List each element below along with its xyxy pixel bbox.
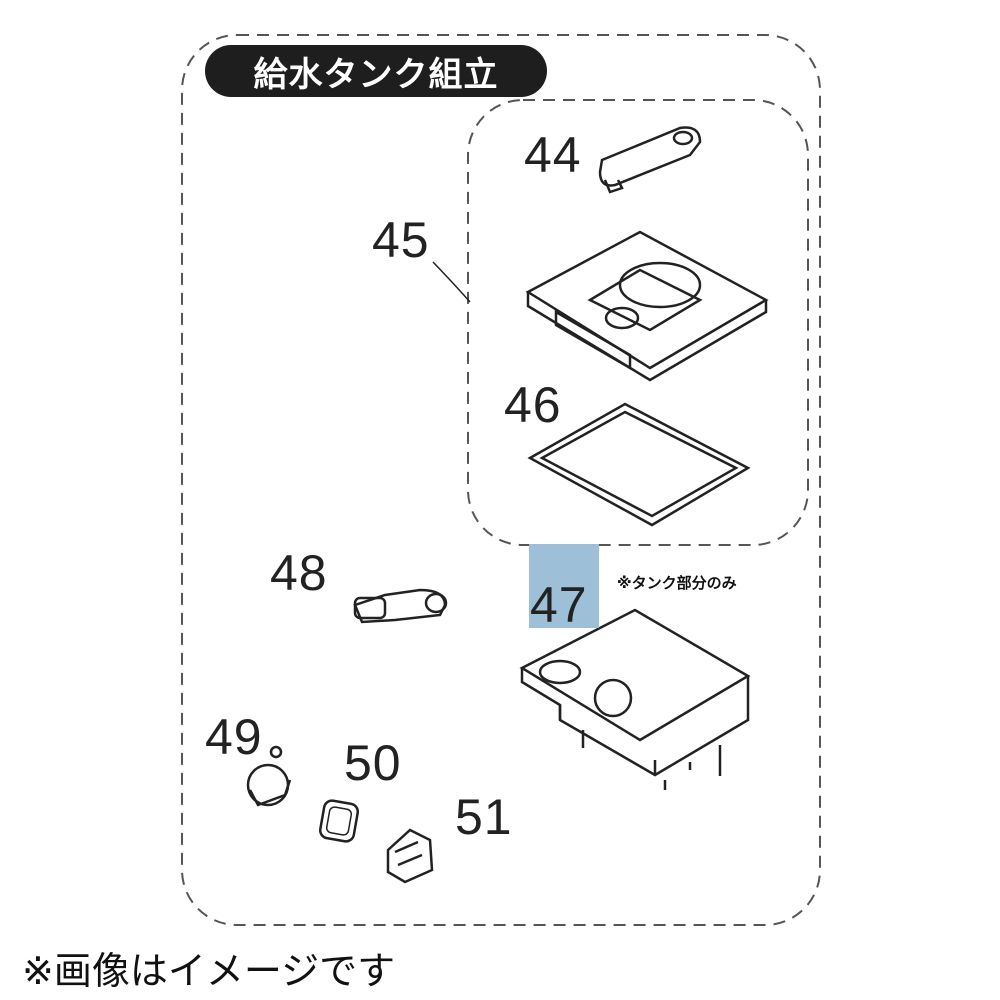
assembly-boundary	[181, 34, 821, 926]
note-47: ※タンク部分のみ	[617, 574, 737, 592]
label-45: 45	[372, 212, 430, 268]
part-46-gasket	[527, 402, 751, 527]
label-47: 47	[530, 577, 588, 633]
label-44: 44	[524, 127, 582, 183]
part-44-cap	[598, 126, 702, 194]
assembly-title: 給水タンク組立	[205, 45, 547, 97]
part-47-highlight	[529, 544, 599, 628]
label-50: 50	[344, 735, 402, 791]
label-49: 49	[205, 709, 263, 765]
label-46: 46	[504, 377, 562, 433]
part-51-bracket	[386, 828, 434, 884]
part-45-lid	[525, 230, 769, 382]
label-48: 48	[270, 545, 328, 601]
part-48-hose	[353, 588, 448, 624]
label-51: 51	[455, 789, 513, 845]
part-49-valve	[246, 745, 292, 807]
part-47-tank	[519, 608, 751, 790]
part-50-seal	[318, 799, 360, 843]
subassembly-45-boundary	[467, 99, 809, 546]
leader-line-45	[432, 261, 471, 303]
image-disclaimer: ※画像はイメージです	[22, 949, 396, 993]
